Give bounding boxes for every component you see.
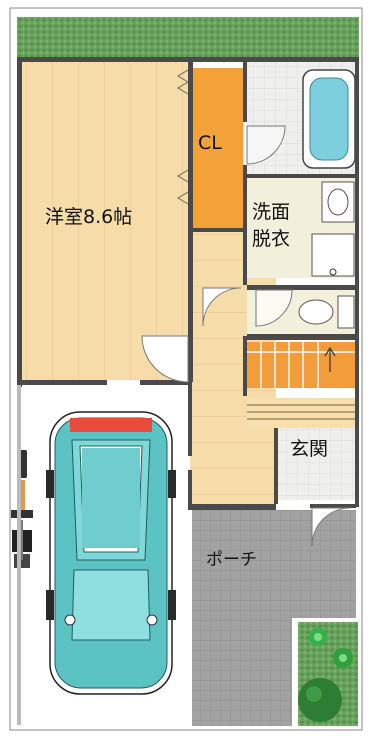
entrance-floor (278, 428, 356, 500)
stairs-icon (247, 342, 357, 388)
bathtub-icon (302, 69, 356, 169)
washroom-label-1: 洗面 (252, 201, 291, 223)
closet-doors (177, 69, 189, 205)
carport-post (17, 385, 21, 725)
closet-floor (193, 68, 243, 228)
entrance-label: 玄関 (290, 438, 329, 460)
door-swings (141, 125, 351, 547)
porch-floor (192, 510, 356, 618)
entrance-step (247, 398, 355, 428)
car-icon (46, 411, 176, 695)
western-room-floor (22, 62, 188, 380)
walls (17, 57, 359, 510)
porch-label: ポーチ (206, 550, 257, 570)
toilet-icon (298, 295, 355, 329)
porch-walkway (192, 618, 292, 726)
top-planting (17, 17, 359, 57)
washroom-label-2: 脱衣 (252, 228, 291, 250)
western-room-label: 洋室8.6帖 (45, 206, 133, 228)
washing-machine-icon (311, 233, 355, 277)
closet-label: CL (198, 132, 222, 154)
shrub-icon (298, 628, 353, 722)
washbasin-icon (321, 181, 355, 223)
